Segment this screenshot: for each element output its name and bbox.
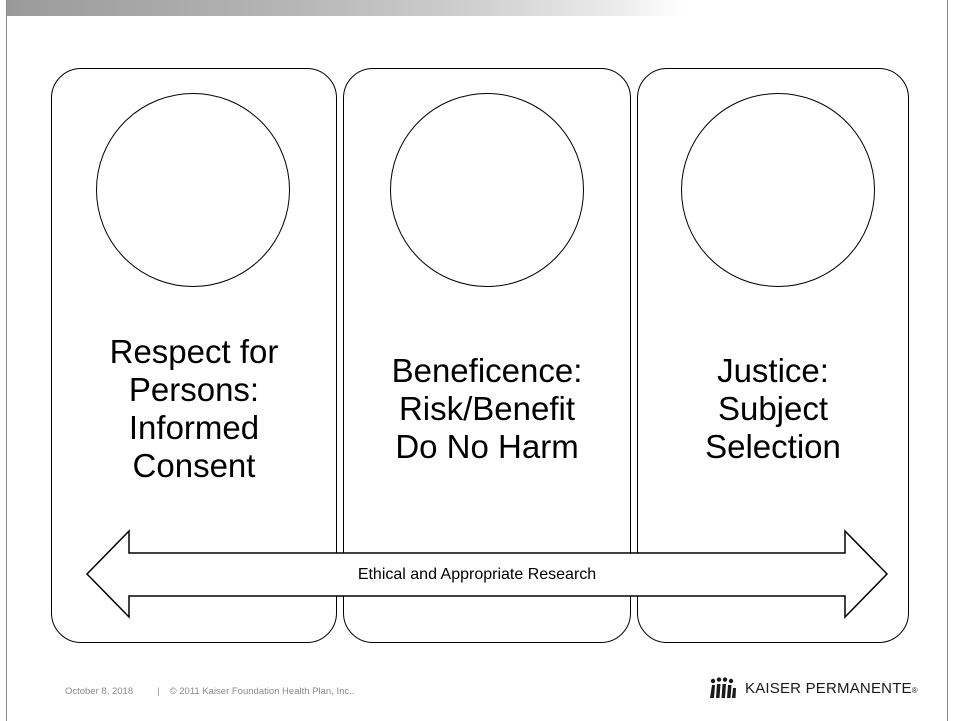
top-gradient-bar <box>6 0 948 16</box>
double-arrow-shape <box>85 529 889 619</box>
logo-registered-mark: ® <box>911 685 918 695</box>
logo-wordmark: KAISER PERMANENTE <box>745 679 912 697</box>
footer-date: October 8, 2018 <box>65 686 134 697</box>
arrow-label: Ethical and Appropriate Research <box>357 566 597 583</box>
panel-label-justice: Justice: Subject Selection <box>705 352 841 465</box>
panel-label-beneficence: Beneficence: Risk/Benefit Do No Harm <box>391 352 583 465</box>
footer-copyright: © 2011 Kaiser Foundation Health Plan, In… <box>169 686 355 697</box>
circle-respect-for-persons <box>96 93 290 287</box>
panel-label-respect-for-persons: Respect for Persons: Informed Consent <box>109 333 279 484</box>
kaiser-permanente-logo-icon <box>710 677 736 698</box>
logo-text: KAISER PERMANENTE® <box>745 680 918 697</box>
circle-justice <box>681 93 875 287</box>
slide-frame <box>6 0 948 721</box>
footer-separator: | <box>157 686 160 697</box>
kaiser-permanente-logo: KAISER PERMANENTE® <box>707 676 918 700</box>
circle-beneficence <box>390 93 584 287</box>
footer-info: October 8, 2018 | © 2011 Kaiser Foundation… <box>65 686 354 697</box>
